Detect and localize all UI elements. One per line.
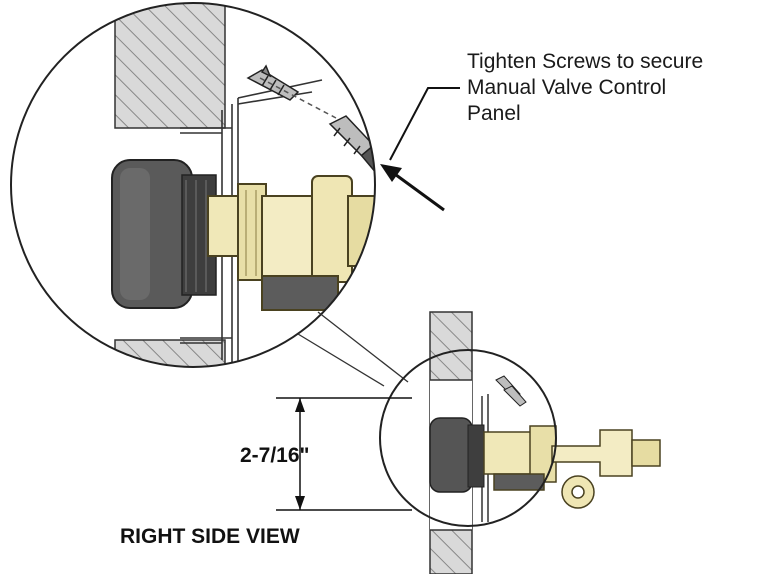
screws-overview: [495, 375, 527, 407]
valve-knob: [111, 159, 217, 309]
wall-section-lower: [114, 339, 226, 367]
callout-arrow: [380, 164, 445, 212]
callout-line-2: Manual Valve Control: [467, 76, 667, 99]
height-dimension: [276, 397, 412, 511]
valve-body-overview: [483, 425, 661, 509]
valve-knob-overview: [429, 417, 473, 493]
wall-section-upper: [114, 3, 226, 129]
callout-line-3: Panel: [467, 102, 521, 125]
callout-text: Tighten Screws to secure Manual Valve Co…: [467, 49, 757, 127]
dimension-label: 2-7/16": [240, 444, 310, 467]
valve-body: [207, 175, 375, 311]
detail-connector-lines: [297, 311, 409, 387]
overview-view: [379, 311, 661, 575]
detail-magnified-view: [10, 2, 376, 368]
view-title: RIGHT SIDE VIEW: [120, 525, 300, 548]
callout-leader: [389, 87, 460, 161]
callout-line-1: Tighten Screws to secure: [467, 50, 704, 73]
